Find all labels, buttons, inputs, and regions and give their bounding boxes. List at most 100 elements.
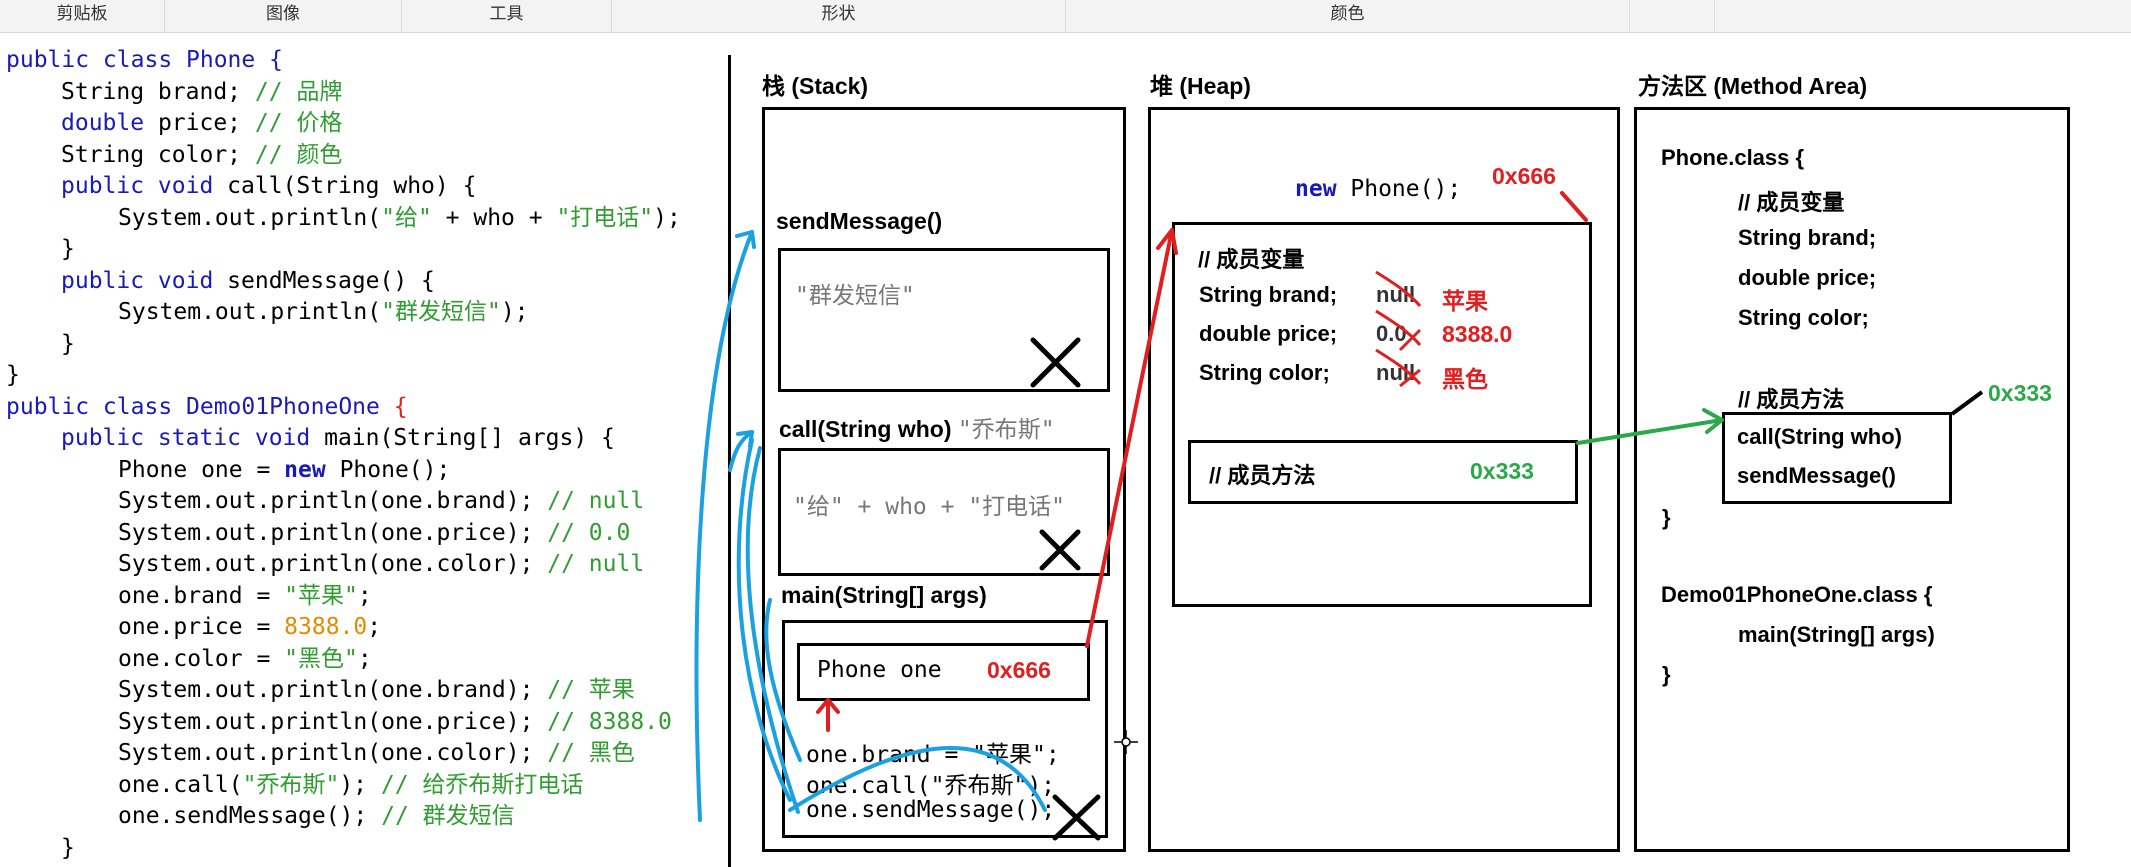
code-line: System.out.println(one.price); // 8388.0 <box>118 709 672 735</box>
main-frame-box <box>782 620 1108 838</box>
code-line: } <box>61 236 75 262</box>
x-main <box>1052 794 1101 841</box>
code-line: } <box>61 331 75 357</box>
code-line: System.out.println("给" + who + "打电话"); <box>118 205 681 231</box>
method-area-title: 方法区 (Method Area) <box>1638 73 1868 99</box>
x-call <box>1039 529 1081 571</box>
heap-field-price: double price; <box>1199 321 1338 346</box>
frame-send-message: sendMessage() <box>776 208 943 234</box>
send-message-body: "群发短信" <box>795 283 915 309</box>
toolbar-ribbon: 剪贴板 图像 工具 形状 颜色 <box>0 0 2131 33</box>
code-line: System.out.println(one.color); // null <box>118 551 645 577</box>
send-message-frame-box <box>778 248 1110 392</box>
code-line: System.out.println("群发短信"); <box>118 299 529 325</box>
arrow-send-loop <box>788 746 1047 812</box>
local-var-name: Phone one <box>817 657 942 683</box>
code-line: double price; // 价格 <box>61 110 343 136</box>
heap-new-expression: new Phone(); <box>1295 176 1462 202</box>
call-frame-body: "给" + who + "打电话" <box>793 494 1066 520</box>
local-var-address: 0x666 <box>987 657 1051 683</box>
code-line: } <box>61 835 75 861</box>
heap-phone-object <box>1172 222 1592 607</box>
code-line: one.brand = "苹果"; <box>118 583 372 609</box>
ma-address-tick <box>1950 390 1984 416</box>
code-line: System.out.println(one.brand); // null <box>118 488 645 514</box>
ma-methods-box <box>1722 412 1952 504</box>
arrowhead-heap <box>1156 228 1178 255</box>
heap-field-price-old: 0.0 <box>1376 321 1407 346</box>
cursor-crosshair <box>1114 730 1138 754</box>
call-frame-box <box>778 448 1110 576</box>
red-tick-heap <box>1560 191 1588 222</box>
heap-vars-comment: // 成员变量 <box>1198 247 1305 272</box>
ribbon-extra <box>1630 0 1715 32</box>
ma-method-call: call(String who) <box>1737 424 1902 449</box>
heap-field-price-new: 8388.0 <box>1442 321 1513 347</box>
phone-class-header: Phone.class { <box>1661 145 1805 170</box>
demo-class-header: Demo01PhoneOne.class { <box>1661 582 1933 607</box>
local-var-phone-one <box>797 643 1090 701</box>
arrowhead-methods <box>1702 408 1724 434</box>
x-send-message <box>1030 337 1081 388</box>
heap-methods-box <box>1188 440 1578 504</box>
arrow-main-to-send <box>694 230 754 822</box>
arrow-main-inner <box>764 598 802 762</box>
code-line: one.price = 8388.0; <box>118 614 382 640</box>
ma-var-color: String color; <box>1738 305 1869 330</box>
phone-class-close: } <box>1662 505 1671 530</box>
heap-title: 堆 (Heap) <box>1150 73 1251 99</box>
ma-method-send: sendMessage() <box>1737 463 1896 488</box>
ribbon-colors[interactable]: 颜色 <box>1066 0 1630 32</box>
arrowhead-send <box>735 230 756 249</box>
red-arrows <box>816 191 1588 732</box>
ribbon-clipboard[interactable]: 剪贴板 <box>0 0 165 32</box>
frame-call: call(String who) "乔布斯" <box>779 416 1055 443</box>
ribbon-image[interactable]: 图像 <box>165 0 402 32</box>
ma-var-brand: String brand; <box>1738 225 1877 250</box>
demo-class-close: } <box>1662 662 1671 687</box>
demo-class-main: main(String[] args) <box>1738 622 1935 647</box>
heap-field-brand-new: 苹果 <box>1442 288 1488 314</box>
code-line: public class Demo01PhoneOne { <box>6 394 408 420</box>
arrow-main-to-call <box>745 446 800 814</box>
heap-methods-address: 0x333 <box>1470 458 1534 484</box>
ma-methods-comment: // 成员方法 <box>1738 387 1845 412</box>
code-line: one.sendMessage(); // 群发短信 <box>118 803 515 829</box>
strike-marks <box>1375 270 1422 388</box>
arrowhead-var <box>816 698 840 714</box>
code-line: one.color = "黑色"; <box>118 646 372 672</box>
code-line: String color; // 颜色 <box>61 142 343 168</box>
ribbon-shapes[interactable]: 形状 <box>612 0 1066 32</box>
code-line: one.call("乔布斯"); // 给乔布斯打电话 <box>118 772 584 798</box>
heap-field-color-new: 黑色 <box>1442 366 1488 392</box>
stack-title: 栈 (Stack) <box>762 73 869 99</box>
code-line: System.out.println(one.color); // 黑色 <box>118 740 635 766</box>
code-line: } <box>6 362 20 388</box>
arrow-var-to-heap <box>1085 228 1174 648</box>
heap-object-address: 0x666 <box>1492 163 1556 189</box>
green-arrow <box>1576 408 1724 445</box>
ma-var-price: double price; <box>1738 265 1877 290</box>
ribbon-tools[interactable]: 工具 <box>402 0 612 32</box>
code-line: public class Phone { <box>6 47 283 73</box>
panel-divider <box>728 55 731 867</box>
code-line: System.out.println(one.brand); // 苹果 <box>118 677 635 703</box>
stack-box <box>762 107 1126 852</box>
code-line: public void sendMessage() { <box>61 268 435 294</box>
heap-field-brand: String brand; <box>1199 282 1338 307</box>
code-line: public void call(String who) { <box>61 173 477 199</box>
method-area-box <box>1634 107 2070 852</box>
arrow-methods-link <box>1576 418 1724 445</box>
code-line: Phone one = new Phone(); <box>118 457 451 483</box>
blue-arrows <box>694 230 1047 822</box>
heap-field-color: String color; <box>1199 360 1330 385</box>
ma-methods-address: 0x333 <box>1988 380 2052 406</box>
heap-methods-comment: // 成员方法 <box>1209 463 1316 488</box>
code-line: public static void main(String[] args) { <box>61 425 615 451</box>
ma-vars-comment: // 成员变量 <box>1738 190 1845 215</box>
frame-main: main(String[] args) <box>781 582 987 608</box>
heap-box <box>1148 107 1620 852</box>
arrow-main-to-call-2 <box>736 438 792 802</box>
x-marks <box>1030 337 1101 841</box>
